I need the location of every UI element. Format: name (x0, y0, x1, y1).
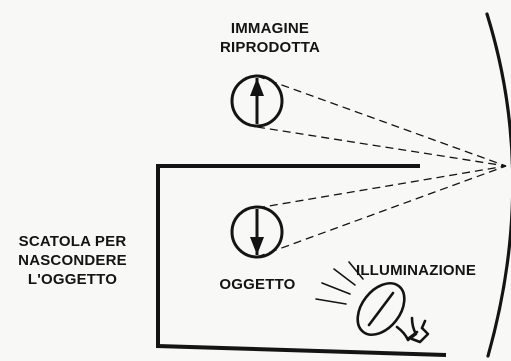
ray-image-bottom (257, 127, 506, 166)
hiding-box-label-line-1: SCATOLA PER (10, 232, 135, 251)
object-label: OGGETTO (205, 275, 310, 294)
inverted-arrow-circle (232, 207, 282, 257)
reproduced-image-label: IMMAGINE RIPRODOTTA (205, 19, 335, 57)
concave-mirror-arc (487, 14, 511, 356)
ray-object-bottom (257, 166, 506, 257)
hiding-box-label: SCATOLA PER NASCONDERE L'OGGETTO (10, 232, 135, 289)
reproduced-image-label-line-2: RIPRODOTTA (205, 38, 335, 57)
light-bulb-icon (348, 274, 428, 343)
ray-object-top (257, 166, 506, 208)
illumination-label: ILLUMINAZIONE (338, 261, 494, 280)
upright-arrow-circle (232, 76, 282, 126)
ray-image-top (257, 76, 506, 166)
hiding-box-label-line-3: L'OGGETTO (10, 270, 135, 289)
reproduced-image-label-line-1: IMMAGINE (205, 19, 335, 38)
hiding-box-label-line-2: NASCONDERE (10, 251, 135, 270)
